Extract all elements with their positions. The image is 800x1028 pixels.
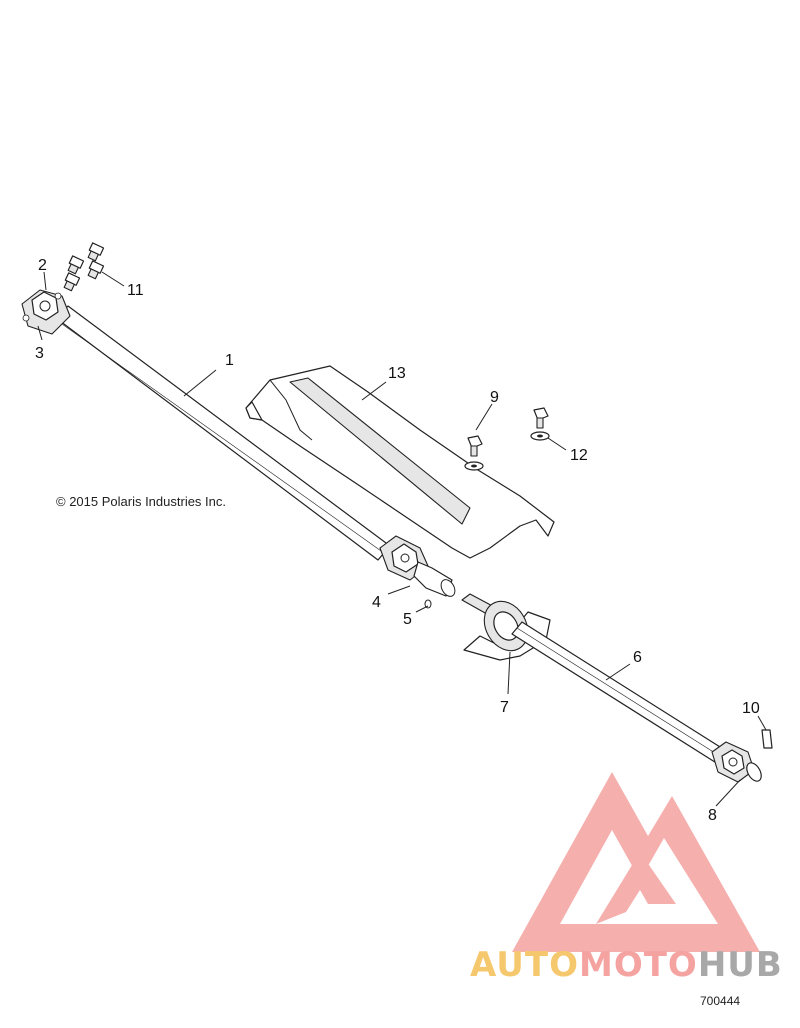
prop-shaft-rear [461, 593, 762, 783]
callout-3: 3 [35, 345, 44, 362]
callout-6: 6 [633, 649, 642, 666]
callout-9: 9 [490, 389, 499, 406]
driveshaft-shield [245, 365, 555, 559]
figure-number: 700444 [700, 994, 740, 1008]
callout-4: 4 [372, 594, 381, 611]
hardware-group [464, 407, 550, 471]
callout-11: 11 [127, 282, 144, 299]
callouts: 1 2 3 4 5 6 7 8 9 10 11 12 13 [35, 257, 760, 824]
leader-lines [37, 271, 767, 807]
callout-5: 5 [403, 611, 412, 628]
callout-13: 13 [388, 365, 406, 382]
callout-2: 2 [38, 257, 47, 274]
prop-shaft-front [21, 289, 456, 597]
watermark-text: AUTOMOTOHUB [470, 945, 783, 985]
bolts-group [63, 242, 105, 292]
pin [761, 729, 773, 749]
bolt-item-12 [530, 407, 550, 441]
snap-ring [424, 599, 432, 609]
watermark-hub: HUB [698, 945, 783, 985]
callout-7: 7 [500, 699, 509, 716]
bolt-item-9 [464, 435, 484, 471]
watermark-moto: MOTO [579, 945, 698, 985]
callout-12: 12 [570, 447, 588, 464]
watermark-auto: AUTO [470, 945, 579, 985]
callout-8: 8 [708, 807, 717, 824]
watermark-logo [512, 772, 760, 952]
callout-10: 10 [742, 700, 760, 717]
callout-1: 1 [225, 352, 234, 369]
copyright-notice: © 2015 Polaris Industries Inc. [56, 494, 226, 509]
